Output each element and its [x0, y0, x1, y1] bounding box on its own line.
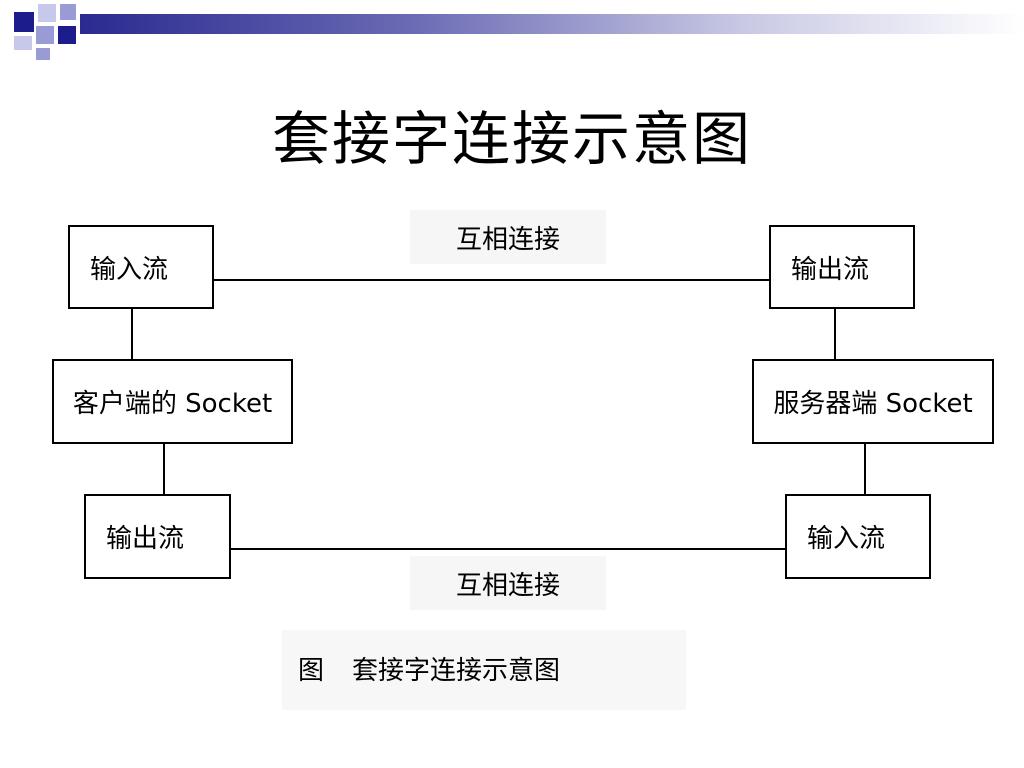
decor-square-navy [14, 12, 34, 32]
connector-server-socket-input [864, 443, 866, 495]
connector-client-socket-output [163, 443, 165, 495]
decor-square-lavender [60, 4, 76, 20]
connector-top-horizontal [213, 279, 770, 281]
connection-label-bottom: 互相连接 [410, 556, 606, 610]
figure-caption: 图 套接字连接示意图 [298, 648, 560, 688]
decor-square-pale [14, 36, 32, 50]
connection-label-top: 互相连接 [410, 210, 606, 264]
decor-gradient-bar [80, 14, 1024, 34]
caption-background [282, 630, 686, 710]
decor-square-lavender [36, 48, 50, 60]
figure-label: 图 [298, 655, 325, 686]
figure-caption-text: 套接字连接示意图 [352, 655, 561, 686]
client-socket-box: 客户端的 Socket [52, 359, 293, 444]
decor-square-lavender [36, 26, 54, 44]
slide-title: 套接字连接示意图 [271, 105, 752, 173]
client-input-stream-box: 输入流 [68, 225, 214, 309]
server-socket-box: 服务器端 Socket [752, 359, 994, 444]
connector-server-output-socket [834, 308, 836, 360]
decor-square-pale [38, 4, 56, 22]
server-output-stream-box: 输出流 [769, 225, 915, 309]
connector-client-input-socket [131, 308, 133, 360]
server-input-stream-box: 输入流 [785, 494, 931, 579]
decor-square-navy [58, 26, 76, 44]
connector-bottom-horizontal [230, 548, 786, 550]
client-output-stream-box: 输出流 [84, 494, 231, 579]
